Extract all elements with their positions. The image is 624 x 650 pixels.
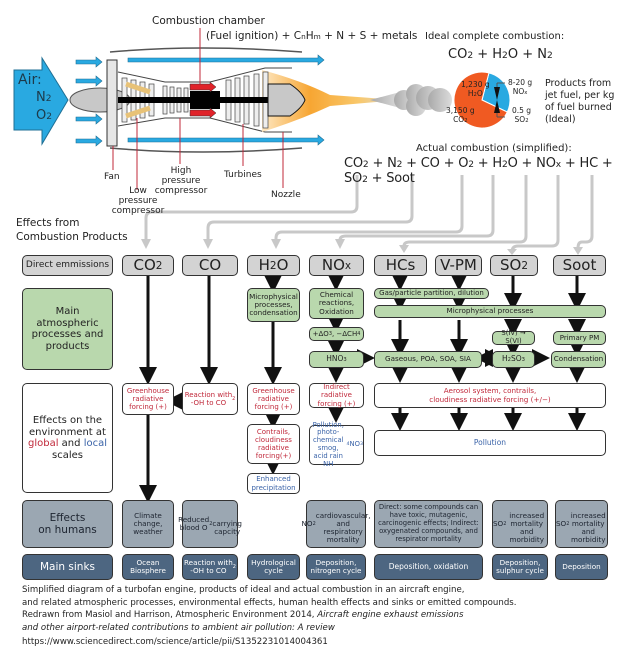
combustion-chamber-label: Combustion chamber [152, 15, 265, 27]
ideal-combustion-equation: CO2 + H2O + N2 [448, 47, 553, 62]
process-condensation: Condensation [551, 351, 606, 368]
part-label-high-pressure-compressor: High pressure compressor [154, 166, 208, 196]
process-primary-pm: Primary PM [553, 331, 606, 345]
products-note: Products from jet fuel, per kg of fuel b… [545, 78, 615, 125]
sink-soot: Deposition [555, 554, 608, 580]
emission-soot: Soot [553, 255, 606, 276]
combustion-flame-icon [189, 81, 217, 93]
row-label-main-sinks: Main sinks [22, 554, 113, 580]
row-label-atmospheric-processes: Main atmospheric processes and products [22, 288, 113, 370]
sink-co2: Ocean Biosphere [122, 554, 174, 580]
sink-hc: Deposition, oxidation [374, 554, 483, 580]
process-gas-particle-partition: Gas/particle partition, dilution [374, 288, 489, 299]
lp-tube [125, 81, 151, 95]
emission-co: CO [182, 255, 238, 276]
human-effect-hc: Direct: some compounds can have toxic, m… [374, 500, 483, 548]
sink-so2: Deposition, sulphur cycle [492, 554, 548, 580]
bypass-air-arrows [75, 54, 325, 147]
effect-pollution: Pollution [374, 430, 606, 456]
effect-h2o-greenhouse: Greenhouse radiative forcing (+) [247, 383, 300, 415]
fuel-equation: (Fuel ignition) + CnHm + N + S + metals [206, 30, 418, 42]
exhaust-flame-icon [262, 70, 400, 132]
nacelle-top [109, 47, 303, 53]
human-effect-co2: Climate change, weather [122, 500, 174, 548]
actual-combustion-equation: CO2 + N2 + CO + O2 + H2O + NOx + HC + SO… [344, 156, 613, 186]
effect-h2o-contrails: Contrails, cloudiness radiative forcing(… [247, 424, 300, 464]
part-leader-lines [112, 28, 284, 190]
emission-vpm: V-PM [435, 255, 482, 276]
connector-arrowheads [141, 239, 583, 255]
effects-header: Effects from Combustion Products [16, 217, 128, 243]
row-label-direct-emissions: Direct emmissions [22, 255, 113, 276]
process-microphysical: Microphysical processes [374, 305, 606, 318]
smoke-cloud-icon [370, 84, 452, 116]
effect-nox-indirect-forcing: Indirect radiative forcing (+) [309, 383, 364, 408]
air-arrow-icon [13, 56, 69, 146]
process-sulfur-oxidation: S(IV) → S(VI) [492, 329, 535, 345]
nacelle-bottom [109, 147, 303, 153]
combustion-connectors [144, 175, 594, 253]
pie-slice-co2 [453, 71, 508, 129]
emission-hcs: HCs [374, 255, 427, 276]
part-label-turbines: Turbines [224, 170, 262, 180]
process-nox-chemical: Chemical reactions, Oxidation [309, 288, 364, 319]
effect-aerosol-system: Aerosol system, contrails, cloudiness ra… [374, 383, 606, 408]
effect-co2-greenhouse: Greenhouse radiative forcing (+) [122, 383, 174, 415]
air-o2: O2 [36, 108, 53, 123]
air-label: Air: [18, 72, 42, 88]
air-n2: N2 [36, 90, 52, 105]
sink-h2o: Hydrological cycle [247, 554, 300, 580]
part-label-nozzle: Nozzle [271, 190, 301, 200]
process-gaseous-aerosols: Gaseous, POA, SOA, SIA [374, 351, 482, 368]
tail-cone-icon [267, 83, 306, 117]
fan-icon [106, 59, 118, 147]
source-url[interactable]: https://www.sciencedirect.com/science/ar… [22, 637, 328, 647]
sink-nox: Deposition, nitrogen cycle [306, 554, 366, 580]
part-label-fan: Fan [104, 172, 120, 182]
actual-combustion-title: Actual combustion (simplified): [416, 143, 572, 154]
process-h2o-microphysical: Microphysical processes, condensation [247, 288, 300, 322]
lp-tube [125, 105, 151, 119]
combustion-flame-icon [189, 107, 217, 119]
figure-caption: Simplified diagram of a turbofan engine,… [22, 585, 517, 633]
effect-enhanced-precipitation: Enhanced precipitation [247, 473, 300, 494]
flow-arrows [139, 273, 586, 503]
ideal-combustion-title: Ideal complete combustion: [425, 31, 565, 42]
part-label-low-pressure-compressor: Low pressure compressor [111, 186, 165, 216]
